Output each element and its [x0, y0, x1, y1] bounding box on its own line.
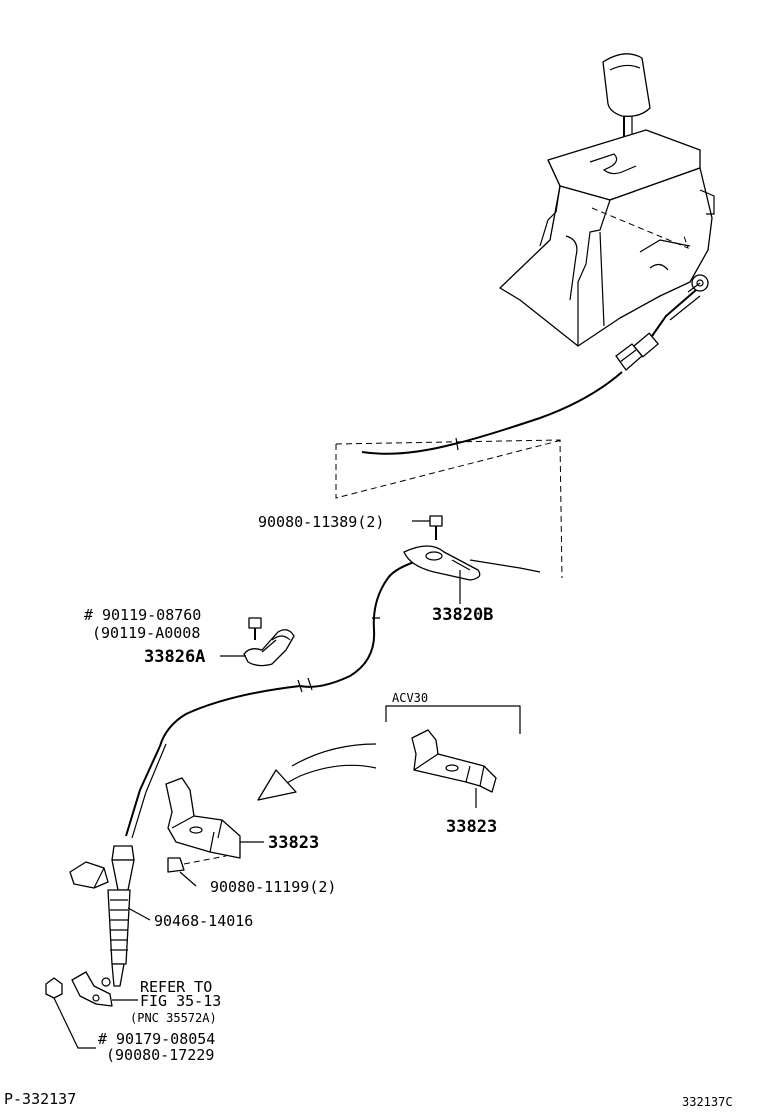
shift-cable [101, 289, 701, 987]
label-page-code: P-332137 [4, 1090, 76, 1108]
label-nut: 90179-08054 [116, 1030, 215, 1048]
grommet-90468-14016 [69, 861, 151, 921]
shift-lever-assembly [499, 53, 715, 347]
bolt-90080-11389 [412, 515, 443, 540]
label-refer-1: REFER TO [140, 978, 212, 996]
label-hash-1: # [84, 606, 93, 624]
label-nut-alt: (90080-17229 [106, 1046, 214, 1064]
label-clip-33826a: 33826A [144, 647, 205, 667]
label-bracket-left: 33823 [268, 833, 319, 853]
nut-90179-08054 [45, 977, 96, 1049]
label-refer-2: FIG 35-13 [140, 992, 221, 1010]
label-bolt-top: 90080-11389(2) [258, 513, 384, 531]
label-cable-33820b: 33820B [432, 605, 493, 625]
label-bolt-clip: 90119-08760 [102, 606, 201, 624]
label-grommet: 90468-14016 [154, 912, 253, 930]
lower-bracket [71, 971, 138, 1007]
bracket-33823 [165, 777, 264, 859]
label-hash-2: # [98, 1030, 107, 1048]
label-bolt-clip-alt: (90119-A0008 [92, 624, 200, 642]
label-bracket-right: 33823 [446, 817, 497, 837]
bracket-33823-acv30 [385, 705, 521, 808]
label-figure-code: 332137C [682, 1095, 733, 1109]
label-bolt-bracket: 90080-11199(2) [210, 878, 336, 896]
clip-33826a [220, 617, 295, 667]
direction-arrow [257, 743, 377, 801]
cable-clamp-33820b [403, 545, 481, 604]
bolt-90080-11199 [167, 855, 227, 887]
label-variant-acv30: ACV30 [392, 691, 428, 705]
label-refer-3: (PNC 35572A) [130, 1011, 217, 1025]
